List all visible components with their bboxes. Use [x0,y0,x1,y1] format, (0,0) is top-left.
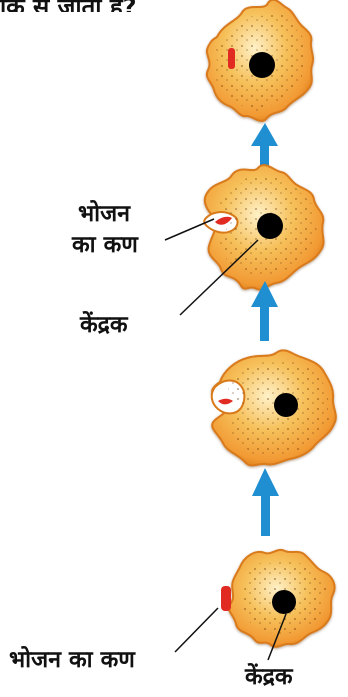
nucleus-icon [257,213,283,239]
nucleus-icon [249,52,275,78]
food-particle-label-line1: भोजन [78,201,130,227]
food-particle-icon [228,48,235,69]
food-particle-icon [221,586,231,611]
nucleus-icon [274,393,298,417]
amoeba-stage-1 [229,550,335,647]
food-particle-label-line2: का कण [72,232,138,258]
food-particle-pointer-line [175,608,218,652]
amoeba-stage-4 [207,0,313,121]
amoeba-stage-3 [204,165,323,290]
arrow-up-icon [252,468,279,536]
food-particle-pointer-line [165,219,214,240]
arrow-up-icon [251,281,278,341]
bottom-food-particle-label: भोजन का कण [9,647,135,673]
nucleus-icon [272,590,296,614]
bottom-nucleus-label: केंद्रक [245,664,293,690]
amoeba-stage-2 [212,350,336,465]
nucleus-label: केंद्रक [80,312,128,338]
